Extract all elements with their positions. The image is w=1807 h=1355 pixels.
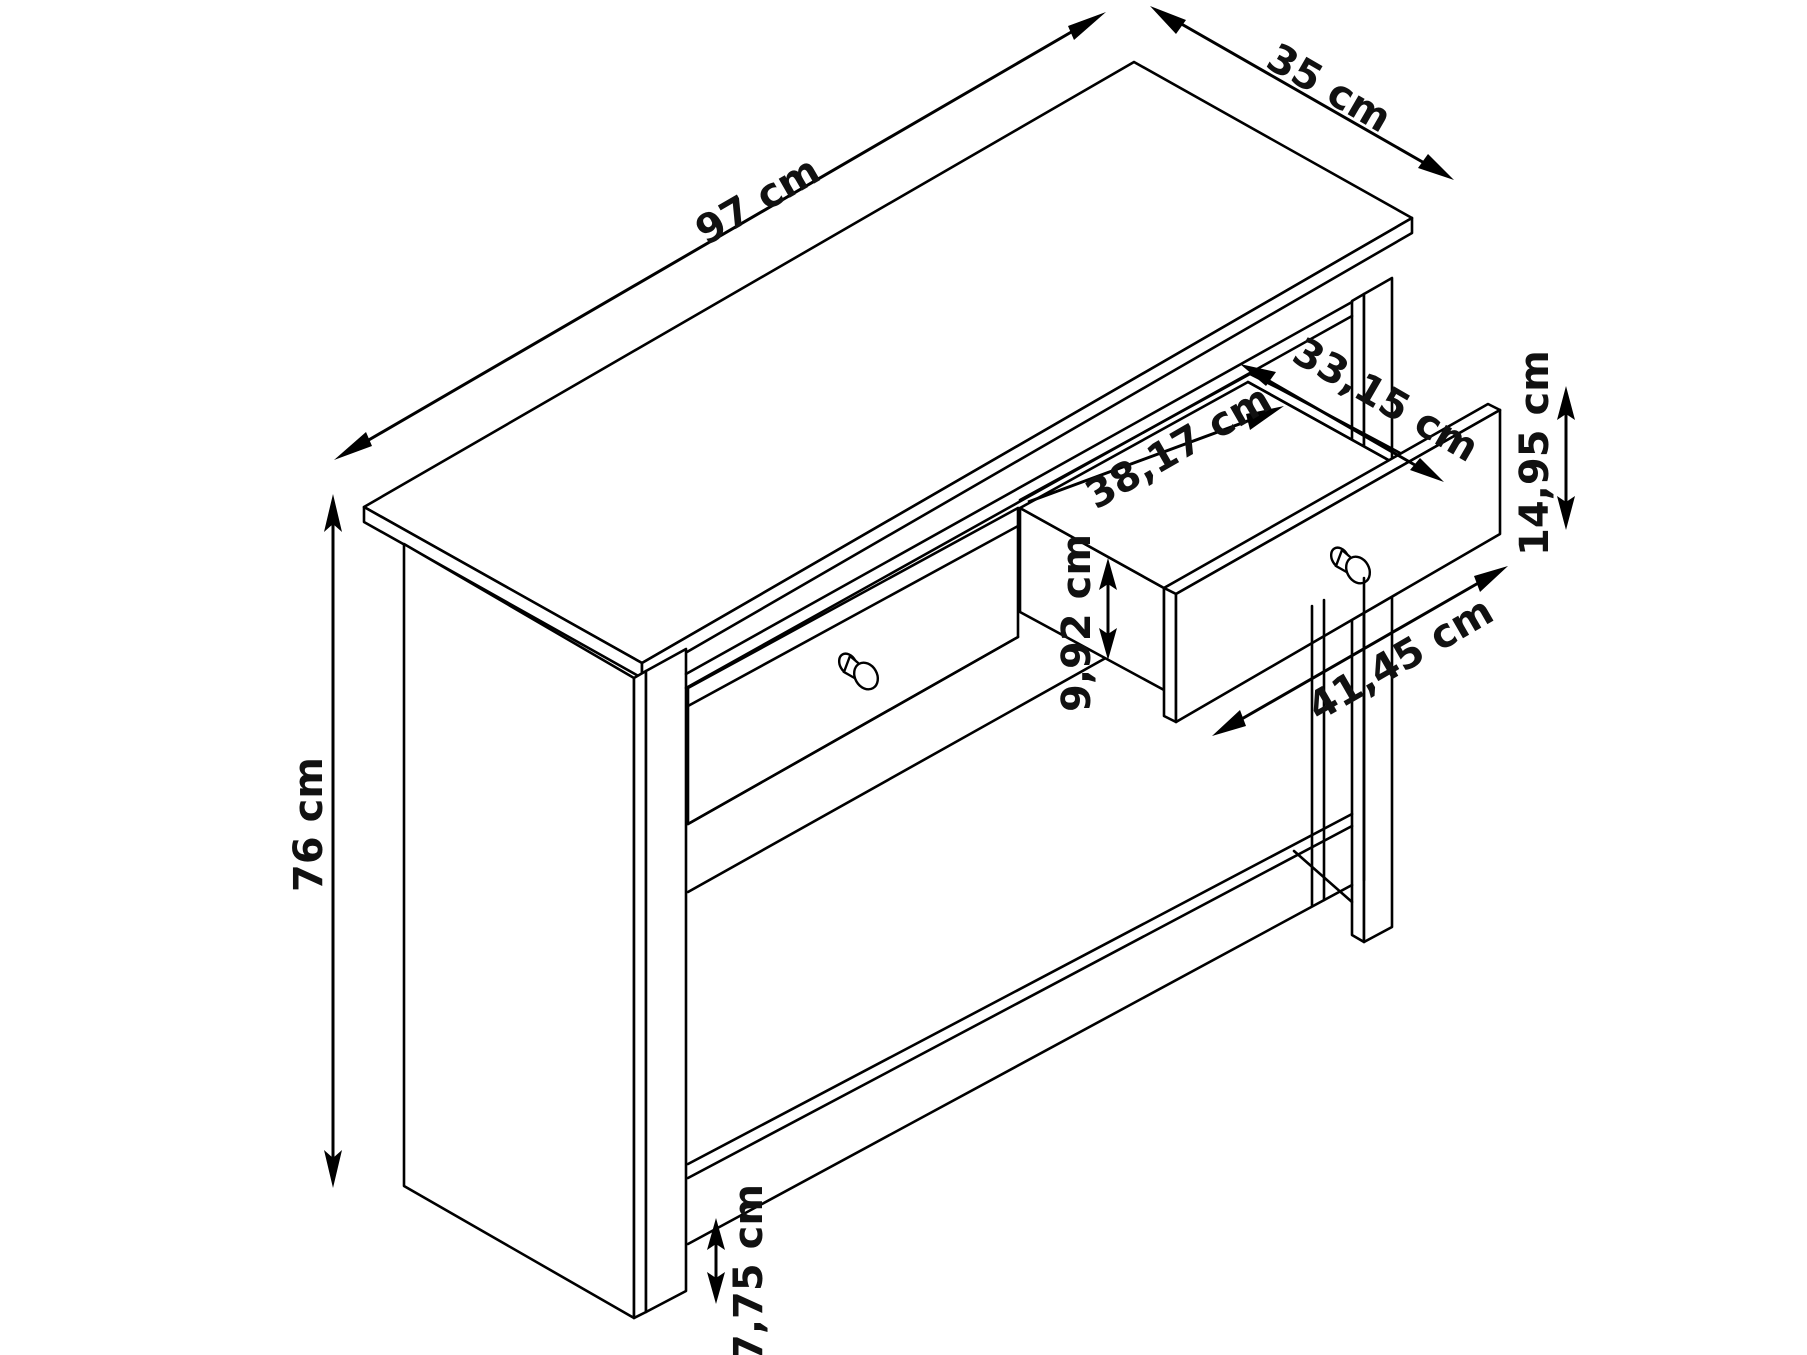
dimension-label-depth: 35 cm bbox=[1259, 35, 1399, 142]
arrowhead-icon bbox=[1557, 386, 1575, 420]
arrowhead-icon bbox=[334, 432, 372, 460]
lower-shelf-bottom-edge bbox=[686, 883, 1354, 1246]
dimension-drawer-front-height: 14,95 cm bbox=[1512, 350, 1575, 556]
dimension-label-floor-clearance: 7,75 cm bbox=[726, 1184, 772, 1355]
arrowhead-icon bbox=[1212, 710, 1246, 736]
left-drawer-knob bbox=[837, 652, 880, 691]
left-side-panel bbox=[402, 542, 636, 1320]
arrowhead-icon bbox=[707, 1272, 725, 1304]
arrowhead-icon bbox=[324, 494, 342, 532]
arrowhead-icon bbox=[1068, 12, 1106, 40]
arrowhead-icon bbox=[1410, 458, 1444, 482]
lower-shelf bbox=[686, 812, 1354, 1246]
left-drawer-top-line bbox=[686, 524, 1020, 708]
table-top bbox=[362, 60, 1414, 680]
arrowhead-icon bbox=[1240, 364, 1276, 386]
right-drawer-front-side bbox=[1162, 586, 1178, 724]
arrowhead-icon bbox=[324, 1150, 342, 1188]
dimension-label-drawer-inner-height: 9,92 cm bbox=[1054, 534, 1100, 712]
dimension-label-width: 97 cm bbox=[688, 147, 828, 254]
front-right-leg-lines bbox=[1310, 576, 1366, 908]
dimension-floor-clearance: 7,75 cm bbox=[707, 1184, 772, 1355]
arrowhead-icon bbox=[1150, 6, 1186, 34]
right-drawer-open bbox=[1018, 372, 1502, 724]
front-right-leg bbox=[1310, 576, 1366, 908]
arrowhead-icon bbox=[707, 1218, 725, 1250]
arrowhead-icon bbox=[1246, 406, 1284, 430]
arrowhead-icon bbox=[1099, 558, 1117, 590]
arrowhead-icon bbox=[1099, 628, 1117, 660]
arrowhead-icon bbox=[1557, 496, 1575, 530]
dimension-overall-height: 76 cm bbox=[286, 494, 342, 1188]
lower-shelf-back-edge bbox=[1292, 849, 1354, 904]
dimension-label-drawer-front-height: 14,95 cm bbox=[1512, 350, 1558, 556]
dimension-label-height: 76 cm bbox=[286, 757, 332, 892]
lower-shelf-top-edges bbox=[686, 812, 1354, 1180]
front-left-leg-side bbox=[632, 669, 648, 1320]
dimension-drawer-inner-height: 9,92 cm bbox=[1054, 534, 1117, 712]
front-left-leg bbox=[632, 647, 688, 1320]
arrowhead-icon bbox=[1418, 154, 1454, 180]
front-left-leg-front bbox=[644, 647, 688, 1314]
arrowhead-icon bbox=[1474, 566, 1508, 592]
left-side-panel-face bbox=[402, 542, 636, 1320]
